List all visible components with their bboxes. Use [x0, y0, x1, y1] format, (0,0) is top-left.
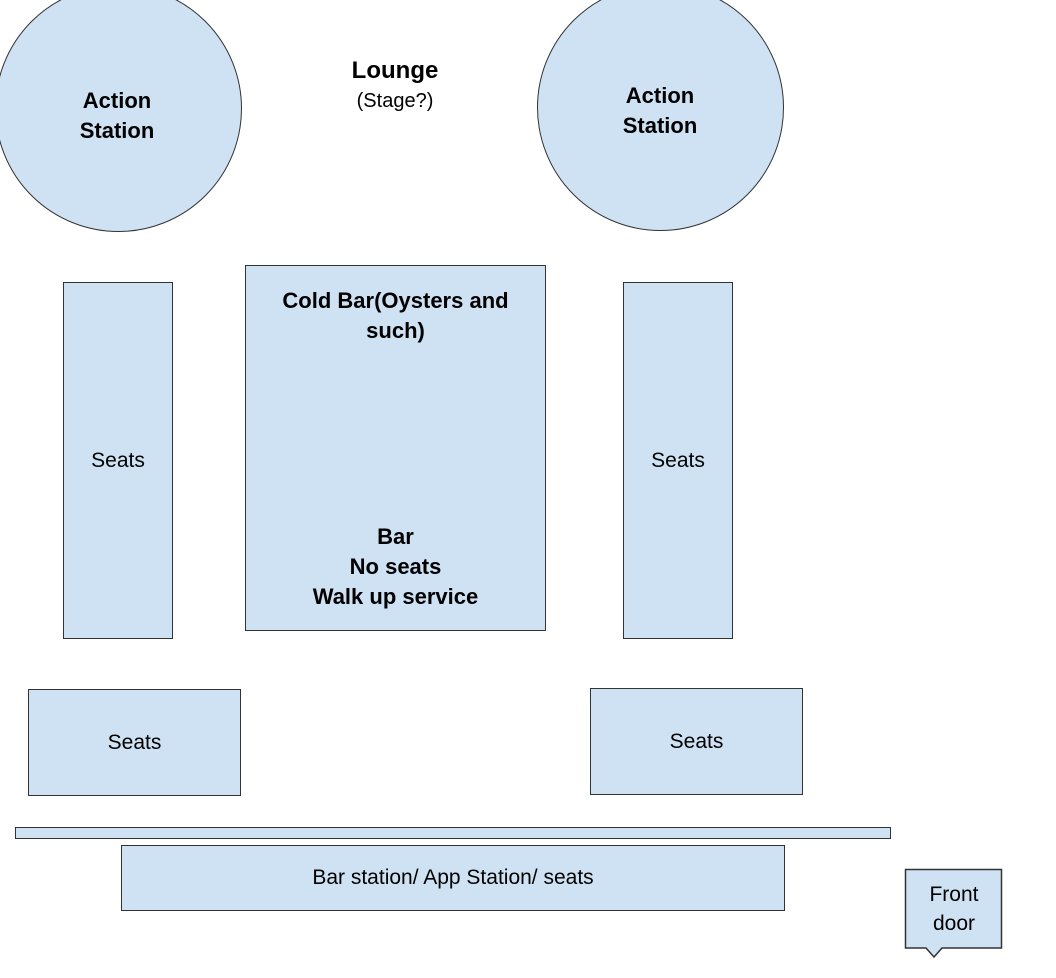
front-door-label: Front door: [929, 883, 979, 935]
lounge-subtitle: (Stage?): [356, 90, 434, 112]
action-station-right: [537, 0, 784, 231]
seats-right-bottom-label: Seats: [669, 730, 724, 753]
seats-left-bottom: [28, 689, 241, 796]
action-station-left-label: Action Station: [79, 88, 155, 143]
bar-station-label: Bar station/ App Station/ seats: [312, 866, 594, 889]
seats-left-tall-label: Seats: [91, 449, 145, 472]
seats-right-tall-label: Seats: [651, 449, 705, 472]
cold-bar-top-label: Cold Bar(Oysters and such): [282, 288, 509, 343]
action-station-left: [0, 0, 242, 232]
cold-bar: [245, 265, 546, 631]
divider-bar: [15, 827, 891, 839]
lounge-title: Lounge: [351, 57, 439, 84]
action-station-right-label: Action Station: [622, 83, 698, 138]
seats-right-tall: [623, 282, 733, 639]
seats-right-bottom: [590, 688, 803, 795]
bar-station: [121, 845, 785, 911]
seats-left-bottom-label: Seats: [107, 731, 162, 754]
front-door-callout: [904, 868, 1003, 959]
cold-bar-bottom-label: Bar No seats Walk up service: [312, 524, 479, 609]
seats-left-tall: [63, 282, 173, 639]
